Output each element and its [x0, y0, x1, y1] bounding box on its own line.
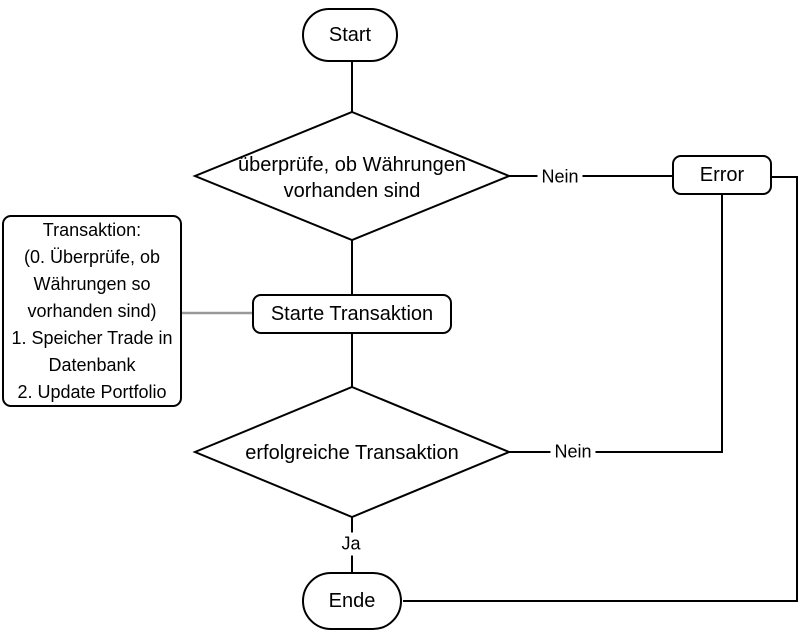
error-node: Error: [672, 155, 772, 195]
edge-error-to-ende: [403, 176, 798, 602]
end-node: Ende: [302, 572, 402, 630]
start-transaction-node-label: Starte Transaktion: [270, 303, 434, 325]
error-node-label: Error: [699, 164, 745, 186]
check-currencies-label: überprüfe, ob Währungen vorhanden sind: [212, 152, 492, 204]
transaction-note-line: Datenbank: [48, 354, 136, 375]
transaction-note-line: 1. Speicher Trade in: [11, 327, 173, 348]
start-transaction-node: Starte Transaktion: [252, 294, 452, 334]
transaction-note-line: 2. Update Portfolio: [17, 381, 167, 402]
end-node-label: Ende: [328, 590, 376, 612]
edge-success-nein-to-error: [506, 194, 723, 453]
transaction-note-line: vorhanden sind): [27, 300, 157, 321]
start-node: Start: [302, 8, 398, 62]
transaction-note-line: Währungen so: [33, 273, 151, 294]
edge-label-success-nein: Nein: [550, 440, 596, 464]
transaction-note-line: Transaktion:: [42, 219, 142, 240]
check-currencies-diamond: [192, 110, 512, 242]
edge-label-success-ja: Ja: [337, 532, 365, 556]
success-diamond: [192, 385, 512, 519]
start-node-label: Start: [328, 24, 372, 46]
success-label: erfolgreiche Transaktion: [245, 442, 459, 464]
transaction-note: Transaktion: (0. Überprüfe, ob Währungen…: [2, 215, 182, 407]
transaction-note-line: (0. Überprüfe, ob: [23, 246, 161, 267]
check-currencies-label-line1: überprüfe, ob Währungen: [238, 154, 466, 176]
check-currencies-label-line2: vorhanden sind: [283, 180, 421, 202]
edge-label-check-nein: Nein: [537, 165, 583, 189]
